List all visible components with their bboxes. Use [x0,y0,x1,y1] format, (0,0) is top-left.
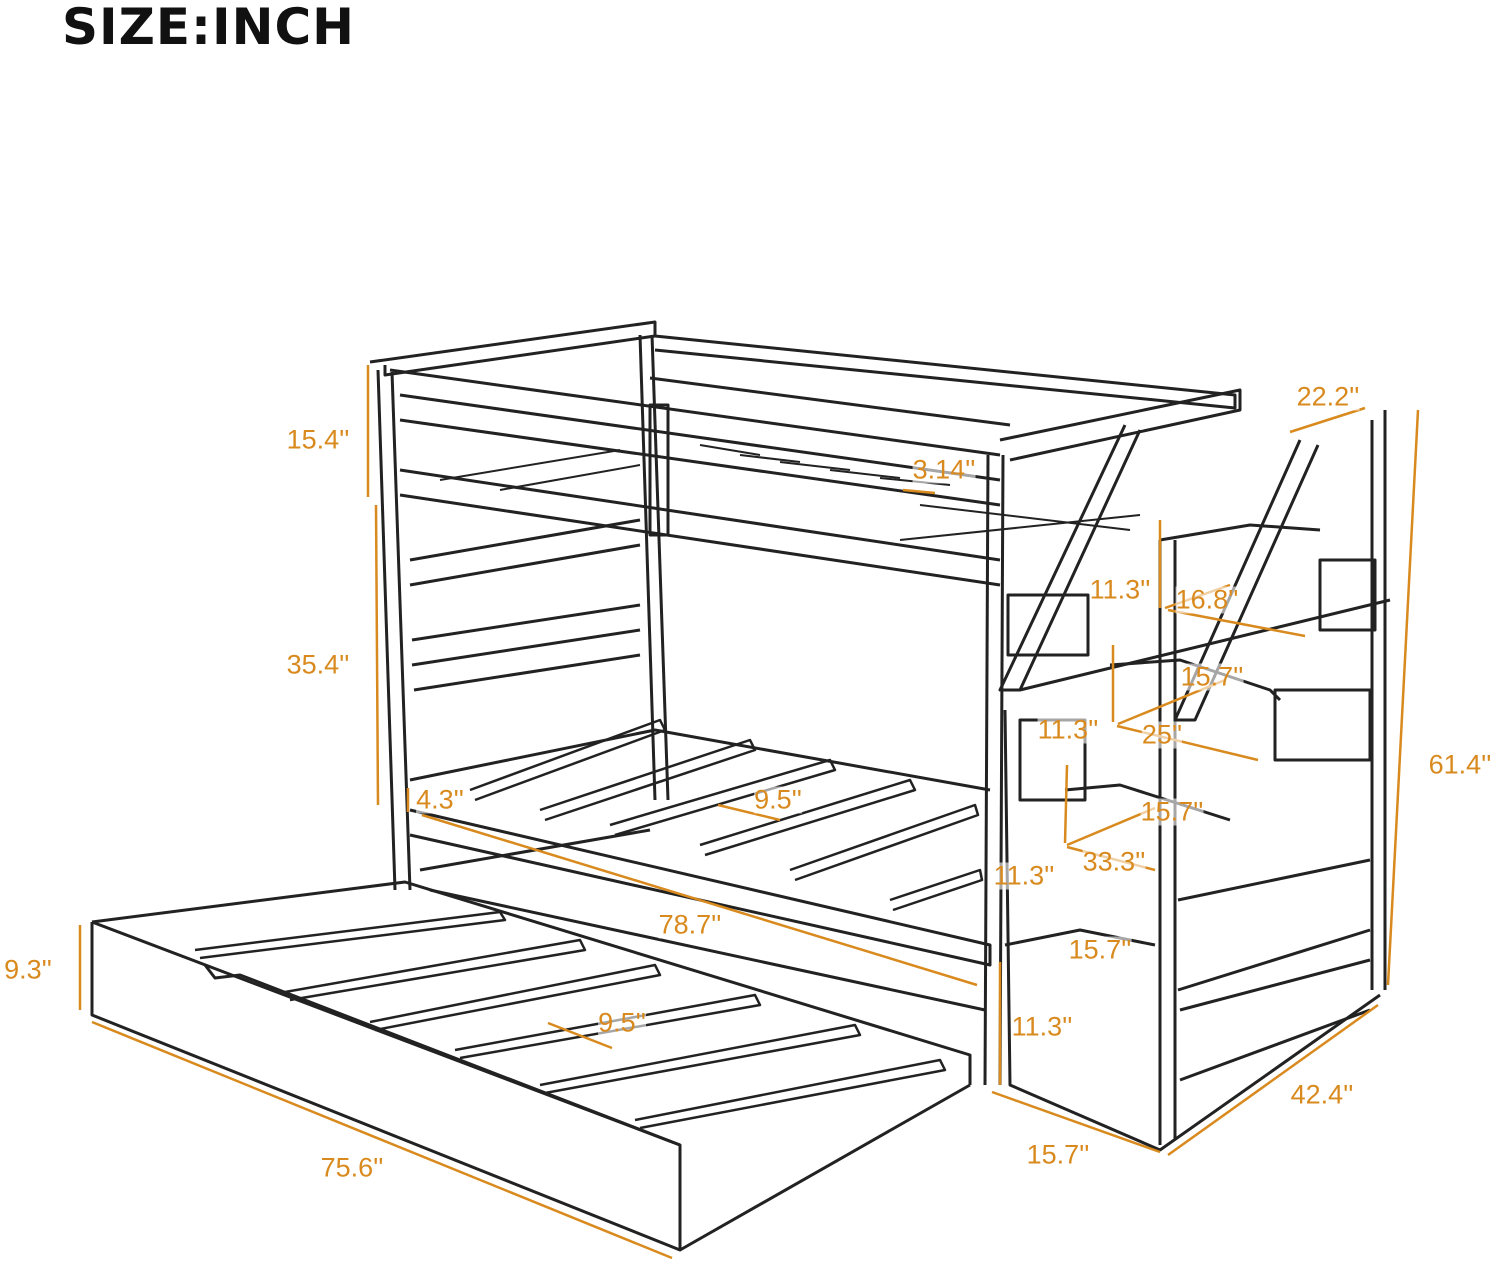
dim-line-42-4 [1167,1003,1379,1157]
dim-trundle-height: 9.3'' [4,954,52,985]
dim-line-33-3 [1066,806,1156,847]
dim-bunk-clearance: 35.4'' [286,649,350,680]
dim-line-15-7-s3 [1116,724,1259,762]
dim-line-22-2 [1289,406,1366,434]
dim-stair1-rise: 11.3'' [1011,1011,1073,1042]
dim-line-11-3-s2 [1063,764,1069,844]
dim-stair3-width: 25'' [1141,719,1183,750]
dim-stair1-depth: 15.7'' [1026,1139,1090,1170]
dim-line-3-14 [902,488,936,495]
dim-guardrail-height: 15.4'' [286,424,350,455]
dim-trundle-slat-gap: 9.5'' [598,1007,646,1038]
dim-overall-width: 42.4'' [1290,1079,1354,1110]
dimension-lines [78,365,1420,1260]
dim-top-stair-width: 22.2'' [1296,381,1360,412]
dim-overall-height: 61.4'' [1428,749,1492,780]
dim-line-35-4 [374,504,380,806]
dim-line-9-5-upper [717,803,781,822]
dim-top-slat-gap: 3.14'' [912,454,976,485]
size-unit-title: SIZE:INCH [62,0,356,56]
dim-stair2-rise: 11.3'' [993,860,1055,891]
dim-lower-rail-height: 4.3'' [416,784,464,815]
dim-line-15-7-s4 [1167,608,1306,638]
dim-stair3-rise: 11.3'' [1037,714,1099,745]
dim-bed-length: 78.7'' [658,909,722,940]
dim-trundle-length: 75.6'' [320,1152,384,1183]
dim-stair2-width: 33.3'' [1082,846,1146,877]
dim-line-9-5-lower [547,1021,613,1050]
dim-line-15-7-bottom [991,1090,1161,1154]
dim-stair2-depth: 15.7'' [1068,934,1132,965]
dim-line-78-7 [421,813,978,987]
dim-stair3-depth: 15.7'' [1140,796,1204,827]
dim-stair4-depth: 15.7'' [1180,661,1244,692]
dim-line-61-4 [1386,409,1420,986]
bed-outline [90,320,1391,1252]
dim-stair4-width: 16.8'' [1175,584,1239,615]
dim-line-75-6 [91,1020,673,1260]
dim-lower-bunk-slat-gap: 9.5'' [754,784,802,815]
dim-stair4-rise: 11.3'' [1089,574,1151,605]
